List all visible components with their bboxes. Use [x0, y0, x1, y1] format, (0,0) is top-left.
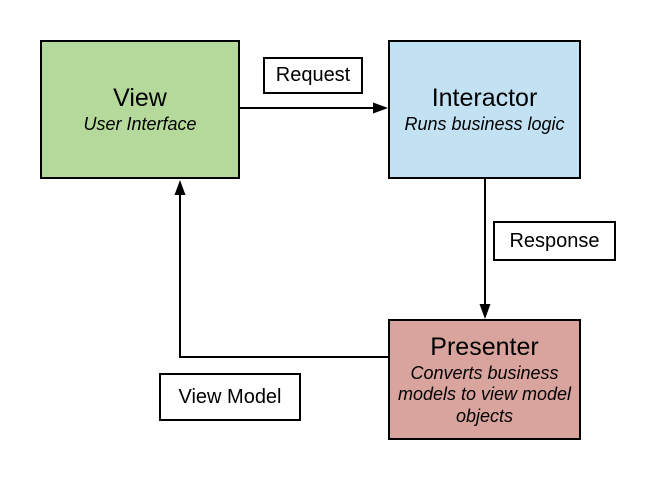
view-model-edge-label: View Model	[159, 373, 301, 421]
view-node: View User Interface	[40, 40, 240, 179]
response-arrowhead	[479, 304, 491, 319]
presenter-node-title: Presenter	[430, 333, 539, 362]
interactor-node: Interactor Runs business logic	[388, 40, 581, 179]
response-edge-label: Response	[493, 221, 616, 261]
view-model-arrowhead	[174, 180, 186, 195]
view-node-subtitle: User Interface	[83, 114, 197, 135]
view-node-title: View	[113, 84, 167, 113]
view-model-arrow	[174, 180, 388, 358]
view-model-arrow-line	[179, 194, 388, 358]
request-arrowhead	[373, 102, 388, 114]
request-arrow	[240, 102, 388, 114]
presenter-node-subtitle: Converts business models to view model o…	[397, 363, 572, 426]
presenter-node: Presenter Converts business models to vi…	[388, 319, 581, 440]
interactor-node-title: Interactor	[431, 84, 538, 113]
interactor-node-subtitle: Runs business logic	[404, 114, 565, 135]
response-arrow	[479, 179, 491, 319]
request-edge-label: Request	[263, 57, 363, 94]
